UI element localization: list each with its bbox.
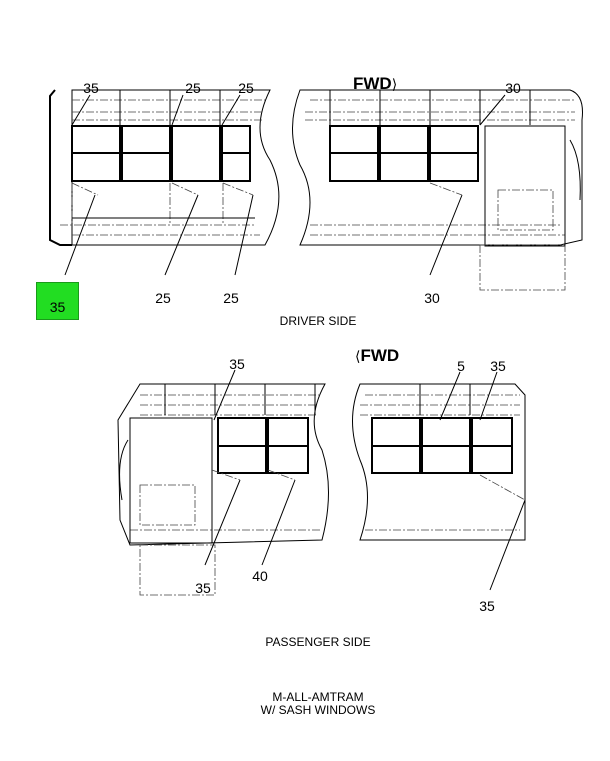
passenger-side-front-section xyxy=(117,383,329,596)
callout-35[interactable]: 35 xyxy=(490,358,506,374)
passenger-side-caption: PASSENGER SIDE xyxy=(265,635,371,649)
passenger-side-rear-section xyxy=(352,383,526,541)
driver-side-rear-section xyxy=(49,89,280,246)
fwd-indicator: ⟨FWD xyxy=(355,346,399,366)
callout-35[interactable]: 35 xyxy=(83,80,99,96)
callout-25[interactable]: 25 xyxy=(155,290,171,306)
driver-leader-lines xyxy=(64,94,506,276)
callout-5[interactable]: 5 xyxy=(457,358,465,374)
passenger-leader-lines xyxy=(204,369,526,591)
callout-40[interactable]: 40 xyxy=(252,568,268,584)
footer-model: M-ALL-AMTRAM xyxy=(272,690,364,704)
fwd-label: FWD xyxy=(353,74,392,93)
callout-35[interactable]: 35 xyxy=(195,580,211,596)
callout-35[interactable]: 35 xyxy=(229,356,245,372)
fwd-label: FWD xyxy=(360,346,400,365)
callout-35-highlighted[interactable]: 35 xyxy=(36,282,79,320)
highlighted-callout-label: 35 xyxy=(49,299,66,315)
fwd-indicator: FWD⟩ xyxy=(353,74,397,94)
callout-25[interactable]: 25 xyxy=(238,80,254,96)
callout-30[interactable]: 30 xyxy=(505,80,521,96)
callout-30[interactable]: 30 xyxy=(424,290,440,306)
driver-side-caption: DRIVER SIDE xyxy=(279,314,357,328)
callout-35[interactable]: 35 xyxy=(479,598,495,614)
arrow-left-icon: ⟨ xyxy=(355,348,361,364)
arrow-right-icon: ⟩ xyxy=(391,76,398,92)
callout-25[interactable]: 25 xyxy=(185,80,201,96)
footer-note: W/ SASH WINDOWS xyxy=(260,703,376,717)
callout-25[interactable]: 25 xyxy=(223,290,239,306)
driver-side-front-section xyxy=(292,89,583,291)
